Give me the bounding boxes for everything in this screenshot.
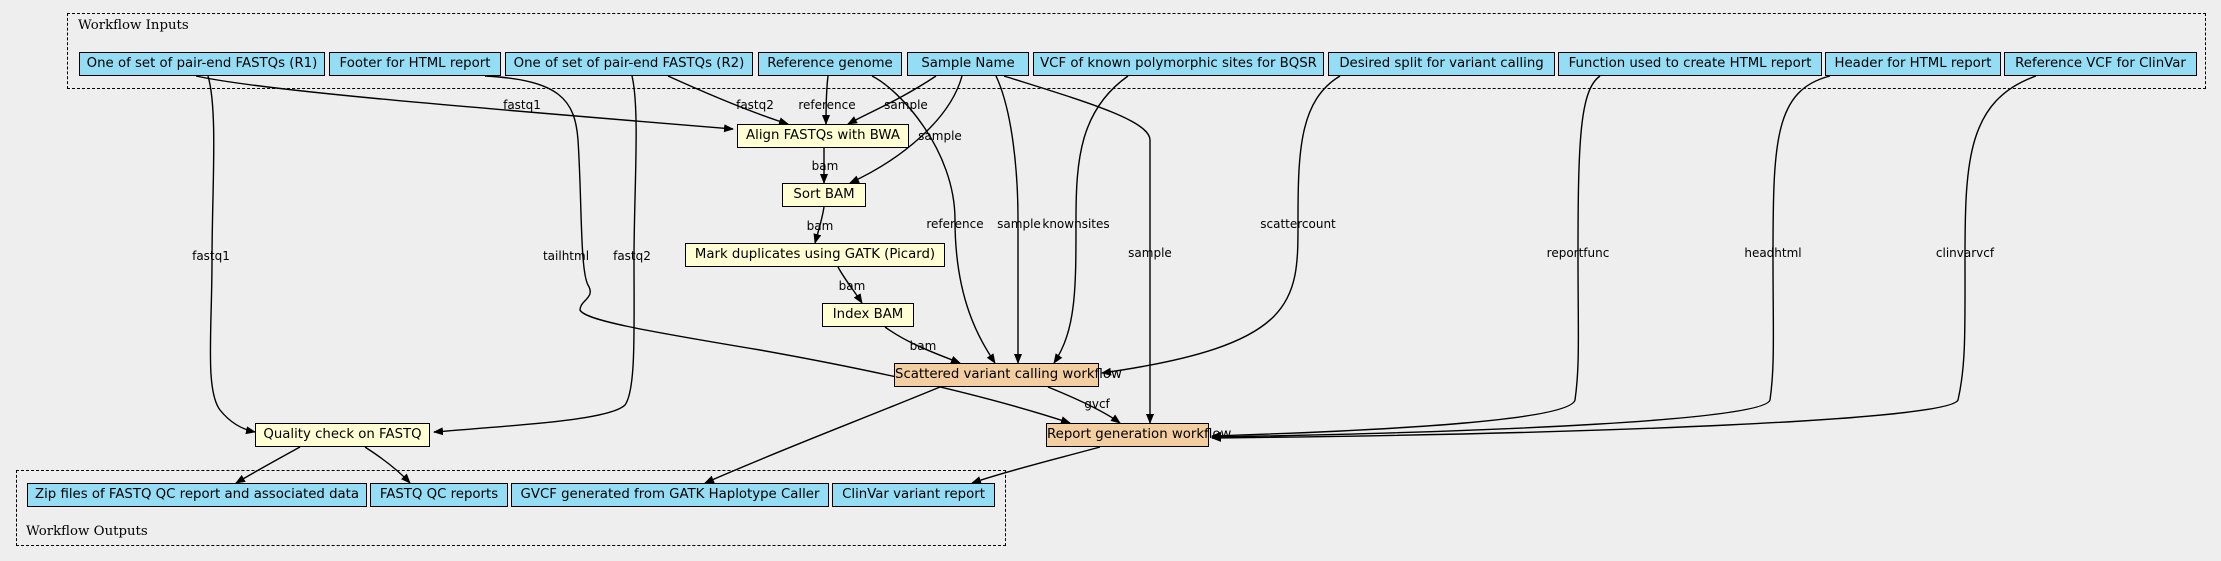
edge-label-footer-report: tailhtml: [543, 249, 589, 263]
input-footer-html[interactable]: Footer for HTML report: [329, 52, 501, 76]
edge-qc-zip: [235, 446, 301, 484]
edge-label-clinvar-report: clinvarvcf: [1936, 246, 1995, 260]
step-align-bwa[interactable]: Align FASTQs with BWA: [737, 124, 909, 148]
input-fastq-r1[interactable]: One of set of pair-end FASTQs (R1): [79, 52, 325, 76]
output-fastqc-reports[interactable]: FASTQ QC reports: [370, 483, 508, 507]
edge-label-sort-markdup: bam: [807, 219, 834, 233]
edge-sort-markdup: [813, 206, 825, 244]
edge-ref-scatter: [871, 75, 996, 364]
step-sort-bam[interactable]: Sort BAM: [782, 183, 866, 207]
edge-clinvar-report: [1211, 75, 2037, 442]
edge-r2-qc: [433, 75, 637, 436]
subworkflow-scattered-variant-calling[interactable]: Scattered variant calling workflow: [894, 363, 1122, 387]
edge-label-r2-qc: fastq2: [613, 249, 651, 263]
edge-func-report: [1211, 75, 1601, 440]
workflow-outputs-label: Workflow Outputs: [26, 524, 148, 539]
edge-label-index-scatter: bam: [910, 339, 937, 353]
workflow-outputs-cluster: [16, 470, 1006, 546]
step-quality-check-fastq[interactable]: Quality check on FASTQ: [255, 423, 430, 447]
edge-label-sample-scatter: sample: [997, 217, 1041, 231]
edge-sample-scatter: [995, 75, 1022, 364]
edge-label-ref-align: reference: [798, 98, 855, 112]
edge-qc-reports: [364, 446, 411, 484]
edge-label-sample-sort: sample: [918, 129, 962, 143]
edge-label-split-scatter: scattercount: [1260, 217, 1336, 231]
edge-split-scatter: [1101, 75, 1341, 376]
output-clinvar-report[interactable]: ClinVar variant report: [832, 483, 995, 507]
edge-ref-align: [822, 75, 831, 125]
subworkflow-report-generation[interactable]: Report generation workflow: [1046, 423, 1231, 447]
workflow-inputs-cluster: [67, 13, 2206, 89]
edge-label-r1-qc: fastq1: [192, 249, 230, 263]
edge-label-r1-align: fastq1: [503, 98, 541, 112]
output-gvcf[interactable]: GVCF generated from GATK Haplotype Calle…: [511, 483, 829, 507]
edge-label-align-sort: bam: [812, 159, 839, 173]
edge-scatter-report: [1047, 386, 1121, 424]
edge-label-func-report: reportfunc: [1547, 246, 1610, 260]
edge-markdup-index: [837, 266, 863, 304]
edge-index-scatter: [884, 326, 961, 364]
step-mark-duplicates[interactable]: Mark duplicates using GATK (Picard): [685, 243, 945, 267]
edge-label-header-report: headhtml: [1744, 246, 1801, 260]
edge-sample-report: [1003, 75, 1154, 424]
input-header-html[interactable]: Header for HTML report: [1825, 52, 2001, 76]
workflow-inputs-label: Workflow Inputs: [78, 18, 189, 33]
output-fastqc-zip[interactable]: Zip files of FASTQ QC report and associa…: [27, 483, 367, 507]
edge-label-scatter-report: gvcf: [1084, 397, 1110, 411]
edge-r2-align: [667, 75, 789, 126]
input-known-sites-vcf[interactable]: VCF of known polymorphic sites for BQSR: [1033, 52, 1324, 76]
edge-label-sample-align: sample: [884, 98, 928, 112]
edge-sample-align: [847, 75, 937, 125]
input-fastq-r2[interactable]: One of set of pair-end FASTQs (R2): [505, 52, 753, 76]
input-clinvar-vcf[interactable]: Reference VCF for ClinVar: [2004, 52, 2197, 76]
edge-label-known-scatter: knownsites: [1042, 217, 1109, 231]
edge-report-clinvar: [971, 446, 1101, 484]
edge-label-r2-align: fastq2: [736, 98, 774, 112]
edge-known-scatter: [1053, 75, 1129, 364]
edge-label-sample-report: sample: [1128, 246, 1172, 260]
step-index-bam[interactable]: Index BAM: [822, 303, 914, 327]
input-report-function[interactable]: Function used to create HTML report: [1558, 52, 1822, 76]
edge-scatter-gvcf: [704, 386, 941, 484]
edge-r1-qc: [207, 75, 256, 435]
edge-header-report: [1211, 75, 1831, 441]
edge-label-markdup-index: bam: [839, 279, 866, 293]
edge-r1-align: [195, 75, 734, 133]
input-scatter-split[interactable]: Desired split for variant calling: [1328, 52, 1555, 76]
input-sample-name[interactable]: Sample Name: [907, 52, 1029, 76]
edge-label-ref-scatter: reference: [926, 217, 983, 231]
edge-sample-sort: [849, 75, 963, 184]
input-reference-genome[interactable]: Reference genome: [758, 52, 902, 76]
